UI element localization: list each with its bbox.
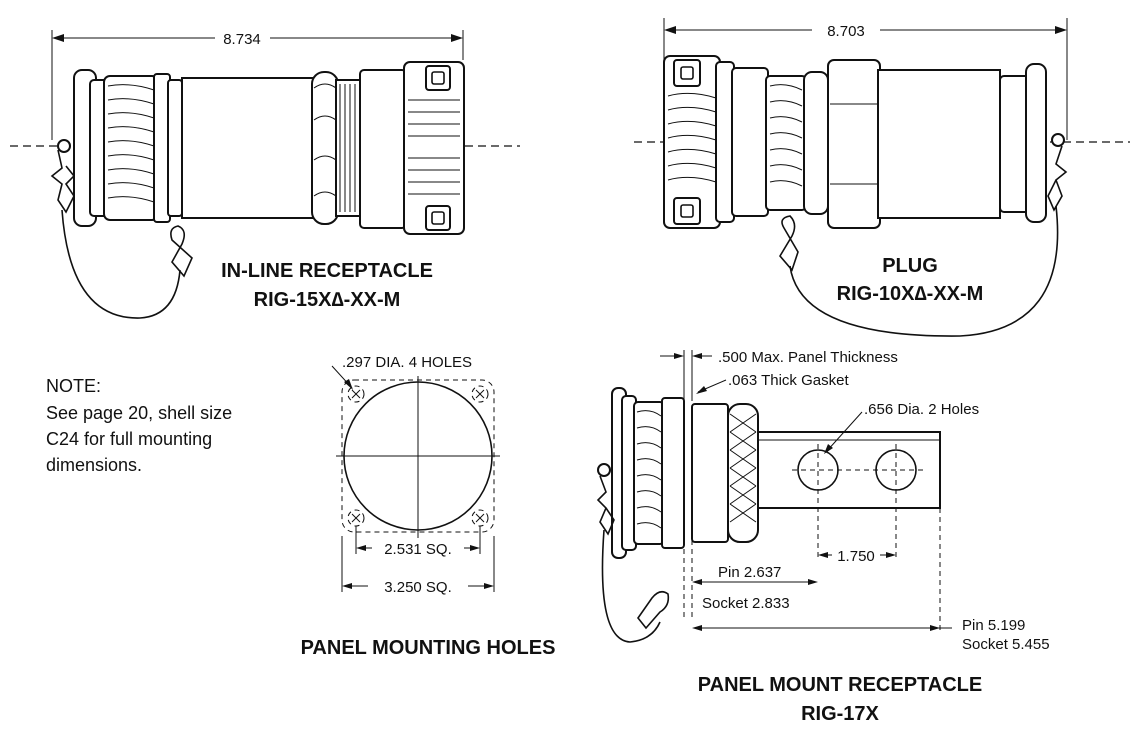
panel-holes-title: PANEL MOUNTING HOLES xyxy=(301,637,556,659)
inline-dimension: 8.734 xyxy=(223,31,261,48)
inline-receptacle: 8.734 xyxy=(10,30,520,319)
plug-title-line1: PLUG xyxy=(882,255,938,277)
plug-title-line2: RIG-10X∆-XX-M xyxy=(837,283,984,305)
holes-label: .656 Dia. 2 Holes xyxy=(864,401,979,418)
note-line2: C24 for full mounting xyxy=(46,429,212,449)
inline-title-line1: IN-LINE RECEPTACLE xyxy=(221,260,433,282)
panel-mounting-holes: .297 DIA. 4 HOLES 2.531 SQ. 3.250 SQ. xyxy=(331,354,500,596)
plug-connector: 8.703 xyxy=(634,18,1130,337)
inner-square-dimension: 2.531 SQ. xyxy=(384,541,452,558)
pin-short-label: Pin 2.637 xyxy=(718,564,781,581)
inline-title-line2: RIG-15X∆-XX-M xyxy=(254,289,401,311)
panel-mount-receptacle: .500 Max. Panel Thickness .063 Thick Gas… xyxy=(596,349,1050,653)
hole-label: .297 DIA. 4 HOLES xyxy=(342,354,472,371)
note-block: NOTE: See page 20, shell size C24 for fu… xyxy=(46,376,232,475)
plug-dimension: 8.703 xyxy=(827,23,865,40)
note-line1: See page 20, shell size xyxy=(46,403,232,423)
socket-short-label: Socket 2.833 xyxy=(702,595,790,612)
socket-long-label: Socket 5.455 xyxy=(962,636,1050,653)
outer-square-dimension: 3.250 SQ. xyxy=(384,579,452,596)
panel-thickness-label: .500 Max. Panel Thickness xyxy=(718,349,898,366)
pin-long-label: Pin 5.199 xyxy=(962,617,1025,634)
note-heading: NOTE: xyxy=(46,376,101,396)
note-line3: dimensions. xyxy=(46,455,142,475)
hole-spacing-dimension: 1.750 xyxy=(837,548,875,565)
panel-mount-title-line1: PANEL MOUNT RECEPTACLE xyxy=(698,674,982,696)
panel-mount-title-line2: RIG-17X xyxy=(801,703,879,725)
gasket-label: .063 Thick Gasket xyxy=(728,372,849,389)
